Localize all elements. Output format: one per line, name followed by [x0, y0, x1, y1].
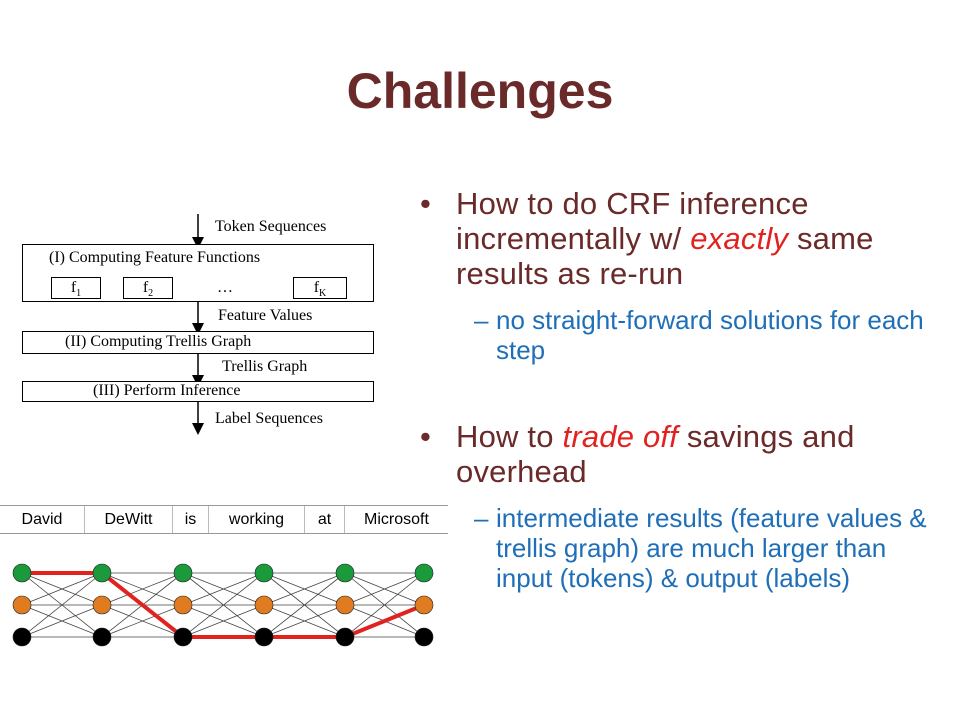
trellis-node [254, 595, 274, 615]
flow-trellis-graph: Trellis Graph [222, 358, 308, 375]
stage-feature-functions: (I) Computing Feature Functions f1 f2 … … [22, 244, 374, 302]
pipeline-diagram: Token Sequences (I) Computing Feature Fu… [0, 0, 400, 440]
trellis-node [92, 563, 112, 583]
stage-trellis-graph: (II) Computing Trellis Graph [22, 331, 374, 354]
trellis-edge [344, 572, 425, 606]
bullet-1: •How to do CRF inference incrementally w… [420, 186, 874, 291]
token-cell: is [172, 506, 208, 533]
trellis-node [92, 627, 112, 647]
token-row: David DeWitt is working at Microsoft [0, 505, 448, 534]
stage3-label: (III) Perform Inference [93, 382, 241, 399]
trellis-edge [263, 572, 346, 638]
trellis-node [335, 627, 355, 647]
token-cell: at [304, 506, 344, 533]
slide-title: Challenges [346, 63, 614, 119]
trellis-node [12, 627, 32, 647]
trellis-edge [21, 572, 103, 638]
token-cell: working [208, 506, 304, 533]
feature-f2: f2 [123, 277, 173, 299]
trellis-node [414, 595, 434, 615]
bullet-list: •How to do CRF inference incrementally w… [420, 186, 945, 593]
trellis-node [254, 627, 274, 647]
trellis-node [335, 595, 355, 615]
trellis-edge [263, 572, 346, 606]
stage2-label: (II) Computing Trellis Graph [65, 333, 252, 350]
bullet-2: •How to trade off savings and overhead [420, 419, 855, 489]
trellis-node [254, 563, 274, 583]
trellis-lattice [12, 563, 434, 647]
best-path-segment [100, 571, 185, 639]
token-cell: Microsoft [344, 506, 448, 533]
token-cell: DeWitt [84, 506, 172, 533]
trellis-node [12, 595, 32, 615]
trellis-edge [101, 604, 184, 638]
feature-fk: fK [293, 277, 347, 299]
sub-bullet-2: –intermediate results (feature values & … [474, 503, 927, 593]
trellis-edge [263, 604, 346, 638]
trellis-edge [21, 604, 103, 638]
trellis-node [173, 563, 193, 583]
output-label: Label Sequences [215, 410, 323, 427]
pipeline-arrows [192, 214, 204, 435]
trellis-edge [101, 572, 184, 606]
bullet-dot: • [420, 419, 432, 454]
sub-bullet-dash: – [474, 503, 489, 533]
trellis-node [335, 563, 355, 583]
feature-ellipsis: … [217, 279, 233, 296]
trellis-edge [182, 572, 265, 606]
trellis-edge [182, 604, 265, 638]
feature-f1: f1 [51, 277, 101, 299]
stage-inference: (III) Perform Inference [22, 381, 374, 402]
trellis-edge [21, 572, 103, 606]
stage1-label: (I) Computing Feature Functions [49, 249, 261, 266]
trellis-edge [182, 572, 265, 638]
best-path-segment [344, 603, 425, 639]
trellis-node [92, 595, 112, 615]
bullet-dot: • [420, 186, 432, 221]
sub-bullet-dash: – [474, 305, 489, 335]
trellis-node [173, 627, 193, 647]
sub-bullet-1: –no straight-forward solutions for each … [474, 305, 924, 365]
input-label: Token Sequences [215, 218, 327, 235]
trellis-node [173, 595, 193, 615]
trellis-edge [344, 572, 425, 638]
trellis-node [414, 563, 434, 583]
trellis-node [12, 563, 32, 583]
token-cell: David [21, 511, 63, 528]
trellis-node [414, 627, 434, 647]
flow-feature-values: Feature Values [218, 307, 313, 324]
